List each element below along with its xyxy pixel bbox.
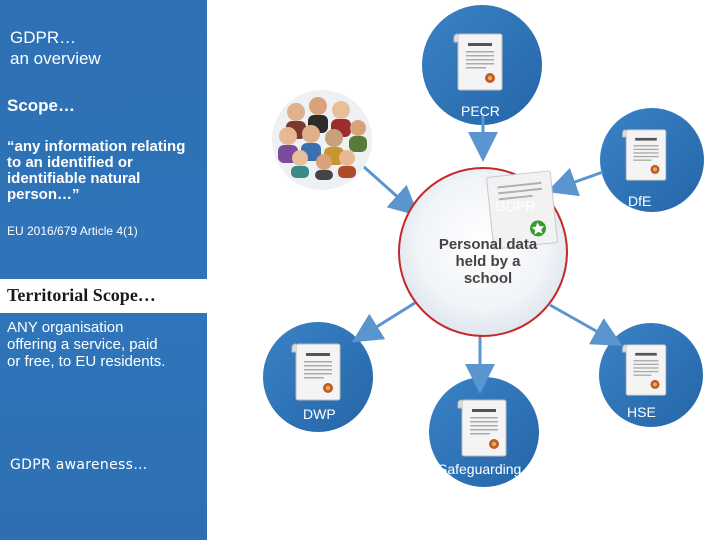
scope-heading: Scope…: [7, 96, 76, 115]
scope-citation: EU 2016/679 Article 4(1): [7, 224, 138, 238]
people-group-icon: [272, 90, 372, 190]
tile-hse: [599, 323, 703, 427]
center-node: [398, 167, 568, 337]
label-pecr: PECR: [461, 103, 500, 119]
center-label: Personal data held by a school: [438, 236, 538, 287]
sidebar-panel: [0, 0, 207, 540]
label-hse: HSE: [627, 404, 656, 420]
territorial-heading: Territorial Scope…: [7, 285, 162, 306]
tile-pecr: [422, 5, 542, 125]
label-gdpr: GDPR: [495, 198, 536, 214]
territorial-text: ANY organisation offering a service, pai…: [7, 319, 166, 370]
footer-text: GDPR awareness…: [10, 457, 148, 473]
slide-title: GDPR… an overview: [10, 28, 101, 68]
tile-safeguarding: [429, 377, 539, 487]
scope-quote: “any information relating to an identifi…: [7, 138, 186, 203]
connector-arrows: [344, 115, 623, 394]
label-dfe: DfE: [628, 193, 652, 209]
label-dwp: DWP: [303, 406, 336, 422]
tile-dfe: [600, 108, 704, 212]
tile-dwp: [263, 322, 373, 432]
label-safeguarding: Safeguarding: [438, 461, 522, 477]
